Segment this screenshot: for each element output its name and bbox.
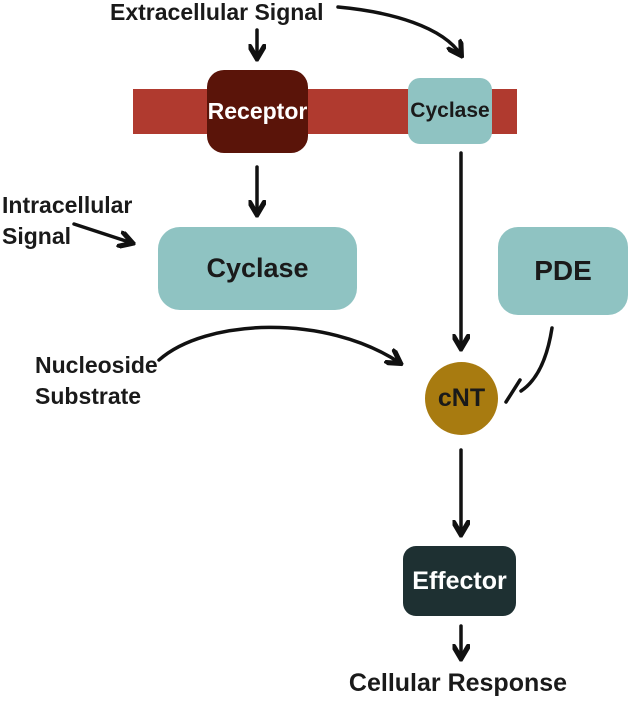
receptor-label: Receptor [207, 98, 308, 124]
pde-label: PDE [534, 255, 592, 286]
label-nucleoside-line2: Substrate [35, 383, 142, 409]
node-receptor: Receptor [207, 70, 308, 153]
label-intracellular-line2: Signal [2, 223, 72, 249]
node-cnt: cNT [425, 362, 498, 435]
label-extracellular-signal: Extracellular Signal [110, 0, 324, 25]
inhibition-curve-pde-to-cnt [519, 326, 554, 393]
label-intracellular-line1: Intracellular [2, 192, 133, 218]
label-nucleoside-substrate: Nucleoside Substrate [35, 350, 158, 412]
membrane-cyclase-label: Cyclase [410, 99, 490, 122]
cyclase-label: Cyclase [206, 253, 309, 283]
effector-label: Effector [412, 566, 507, 595]
cnt-label: cNT [437, 384, 486, 412]
label-nucleoside-line1: Nucleoside [35, 352, 158, 378]
arrow-nucleoside-to-cnt [157, 325, 400, 363]
node-cyclase: Cyclase [158, 227, 357, 310]
arrow-extracellular-to-membrane-cyclase [336, 5, 461, 55]
label-cellular-response: Cellular Response [348, 669, 568, 697]
node-effector: Effector [403, 546, 516, 616]
node-pde: PDE [498, 227, 628, 315]
label-intracellular-signal: Intracellular Signal [2, 190, 132, 252]
inhibition-tbar-icon [504, 378, 522, 404]
node-membrane-cyclase: Cyclase [408, 78, 492, 144]
